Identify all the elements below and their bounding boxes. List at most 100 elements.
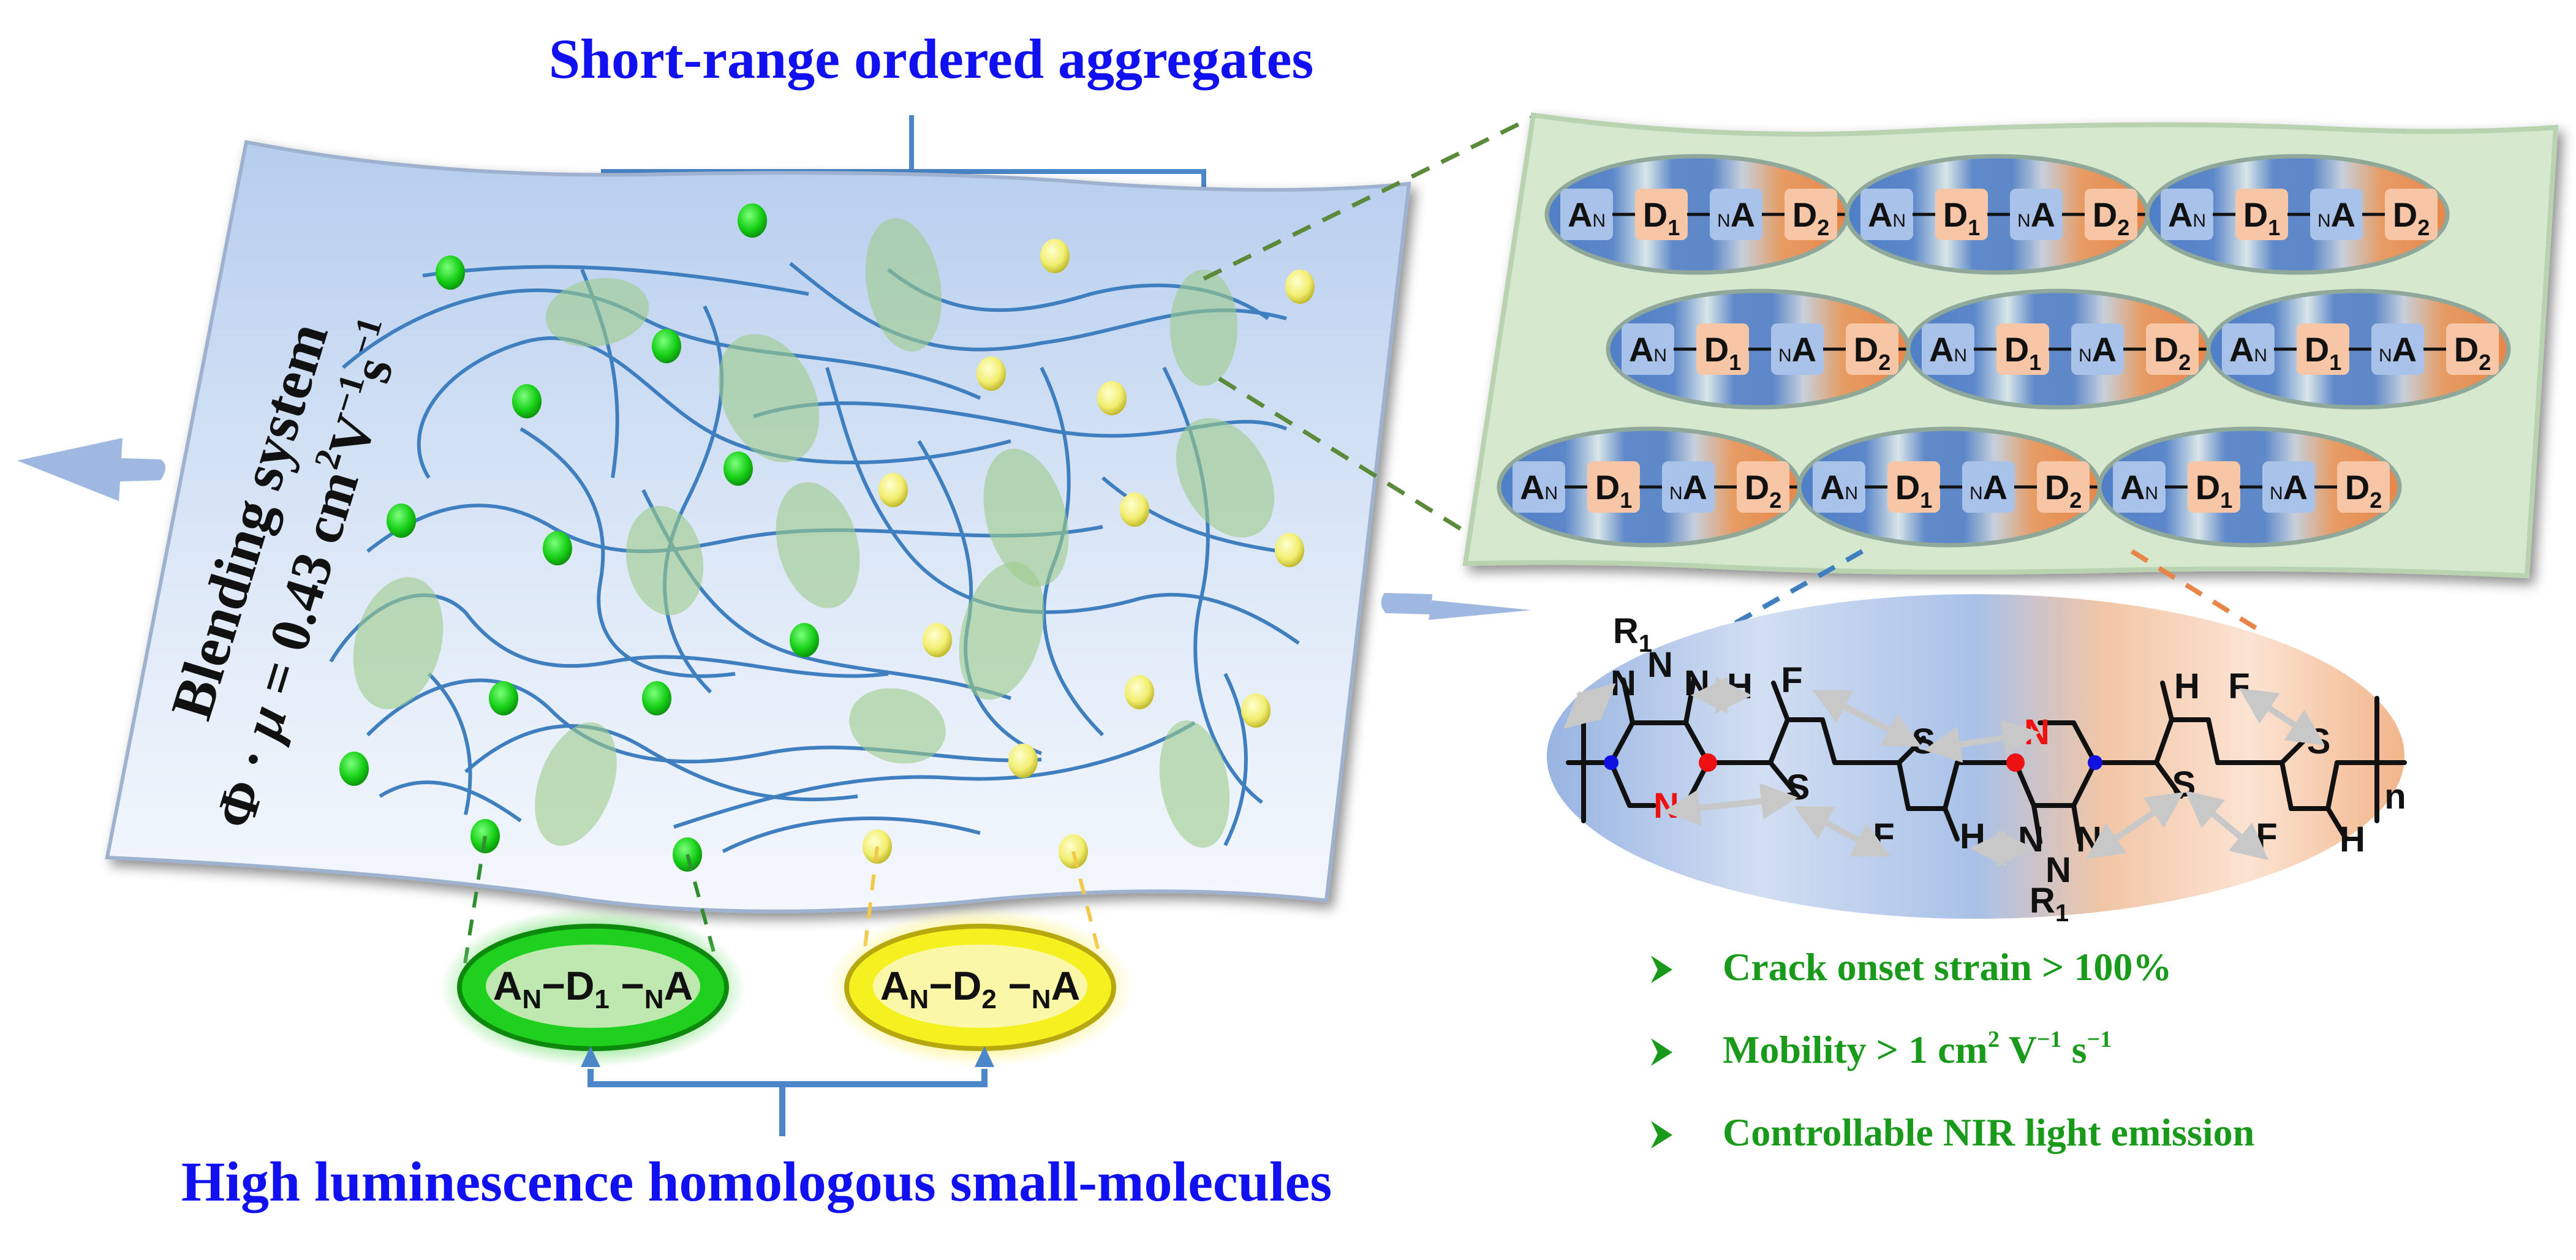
donor-block <box>1785 189 1837 240</box>
green-molecule-dot <box>387 504 416 538</box>
ordered-aggregate <box>983 448 1069 587</box>
polymer-unit: AN D1 NA D2 <box>2097 426 2402 548</box>
yellow-molecule-dot <box>1120 492 1149 527</box>
donor-block <box>2037 461 2090 513</box>
acceptor-block <box>1622 323 1674 375</box>
bond <box>2160 681 2174 722</box>
donor-block <box>2146 323 2199 375</box>
ordered-aggregate <box>959 562 1044 700</box>
ordered-aggregate <box>545 277 649 347</box>
atom-label: H <box>2174 666 2200 706</box>
bond <box>2206 717 2220 765</box>
block-label: AN <box>2229 330 2267 369</box>
block-label: NA <box>2270 468 2308 507</box>
polymer-chain <box>673 721 1196 829</box>
polymer-chain <box>422 265 809 296</box>
yellow-molecule-dot <box>923 623 952 657</box>
acceptor-block <box>1771 323 1824 375</box>
arrowhead-up-left <box>581 1046 600 1067</box>
ordered-aggregate <box>353 577 444 709</box>
polymer-chain <box>1223 673 1248 847</box>
block-label: NA <box>1669 468 1707 507</box>
atom-label: N <box>1653 786 1679 826</box>
interaction-arrow <box>2185 790 2269 861</box>
donor-block <box>2446 323 2499 375</box>
bond <box>1897 760 1911 811</box>
stretch-arrow-left-icon <box>17 438 165 501</box>
atom-label: N <box>1611 663 1636 703</box>
polymer-chain <box>427 672 472 815</box>
block-label: AN <box>1868 195 1906 234</box>
acceptor-block <box>1513 461 1565 513</box>
atom-label: H <box>2340 820 2365 859</box>
donor-block <box>1887 461 1940 513</box>
feature-nir-emission: Controllable NIR light emission <box>1723 1111 2254 1154</box>
bond <box>1771 681 1790 722</box>
yellow-molecule-dot <box>976 356 1006 391</box>
block-label: AN <box>2120 468 2158 507</box>
acceptor-block <box>1860 189 1913 240</box>
interaction-arrow <box>2239 688 2325 745</box>
interaction-arrow <box>1924 719 2040 763</box>
donor-block <box>2297 323 2349 375</box>
bond <box>2154 717 2174 765</box>
atom-label: N <box>2076 820 2102 859</box>
atom-label: R1 <box>1613 611 1652 657</box>
arrowhead-up-right <box>975 1046 994 1067</box>
bond <box>1609 760 1632 808</box>
green-molecule-dot <box>489 681 518 715</box>
bond <box>1943 760 1960 811</box>
block-label: AN <box>1568 195 1606 234</box>
title-short-range-ordered-aggregates: Short-range ordered aggregates <box>549 28 1314 90</box>
acceptor-block <box>1560 189 1613 240</box>
donor-block <box>1935 189 1988 240</box>
green-molecule-dot <box>512 384 542 418</box>
green-molecule-dot <box>790 623 819 657</box>
green-molecule-dot <box>652 329 681 363</box>
interaction-arrow <box>1563 683 1616 729</box>
block-label: D2 <box>2345 468 2382 513</box>
title-high-luminescence: High luminescence homologous small-molec… <box>181 1150 1332 1213</box>
zoom-indicator-lines <box>1203 114 1536 535</box>
block-label: D1 <box>1943 195 1980 240</box>
block-label: D1 <box>1643 195 1680 240</box>
feature-item: Controllable NIR light emission <box>1651 1111 2254 1154</box>
yellow-molecule-dot <box>878 473 908 507</box>
green-molecule-dot <box>339 752 369 786</box>
block-label: D1 <box>2196 468 2232 513</box>
atom-label: N <box>1684 663 1710 703</box>
bond <box>1943 806 1960 842</box>
label-an-d1-na: AN−D1 −NA <box>493 963 693 1014</box>
interaction-arrow <box>2086 792 2184 859</box>
block-label: D2 <box>1792 195 1829 240</box>
polymer-chain <box>1101 476 1281 553</box>
acceptor-block <box>2113 461 2166 513</box>
block-label: NA <box>2017 195 2055 234</box>
interaction-arrow <box>1812 690 1922 747</box>
acceptor-block <box>2222 323 2275 375</box>
block-label: D1 <box>1704 330 1741 375</box>
ordered-aggregate <box>1170 270 1237 386</box>
block-label: D2 <box>2045 468 2082 513</box>
donor-block <box>2188 461 2240 513</box>
bond <box>1609 720 1635 765</box>
donor-block <box>1587 461 1640 513</box>
yellow-molecule-dot <box>1241 693 1271 728</box>
donor-block <box>2235 189 2288 240</box>
atom-label: R1 <box>2030 881 2069 927</box>
polymer-chain <box>464 724 858 802</box>
block-label: D1 <box>1595 468 1632 513</box>
atom-label: F <box>1873 817 1894 856</box>
block-label: D1 <box>2004 330 2041 375</box>
feature-item: Mobility > 1 cm2 V−1 s−1 <box>1651 1027 2112 1071</box>
yellow-molecule-dot <box>1275 533 1304 567</box>
label-an-d2-na: AN−D2 −NA <box>880 963 1081 1014</box>
zoom-line-orange <box>2130 549 2262 633</box>
ordered-aggregate <box>535 722 617 846</box>
feature-list: Crack onset strain > 100% Mobility > 1 c… <box>1651 945 2254 1154</box>
atom-label: N <box>2024 712 2050 752</box>
